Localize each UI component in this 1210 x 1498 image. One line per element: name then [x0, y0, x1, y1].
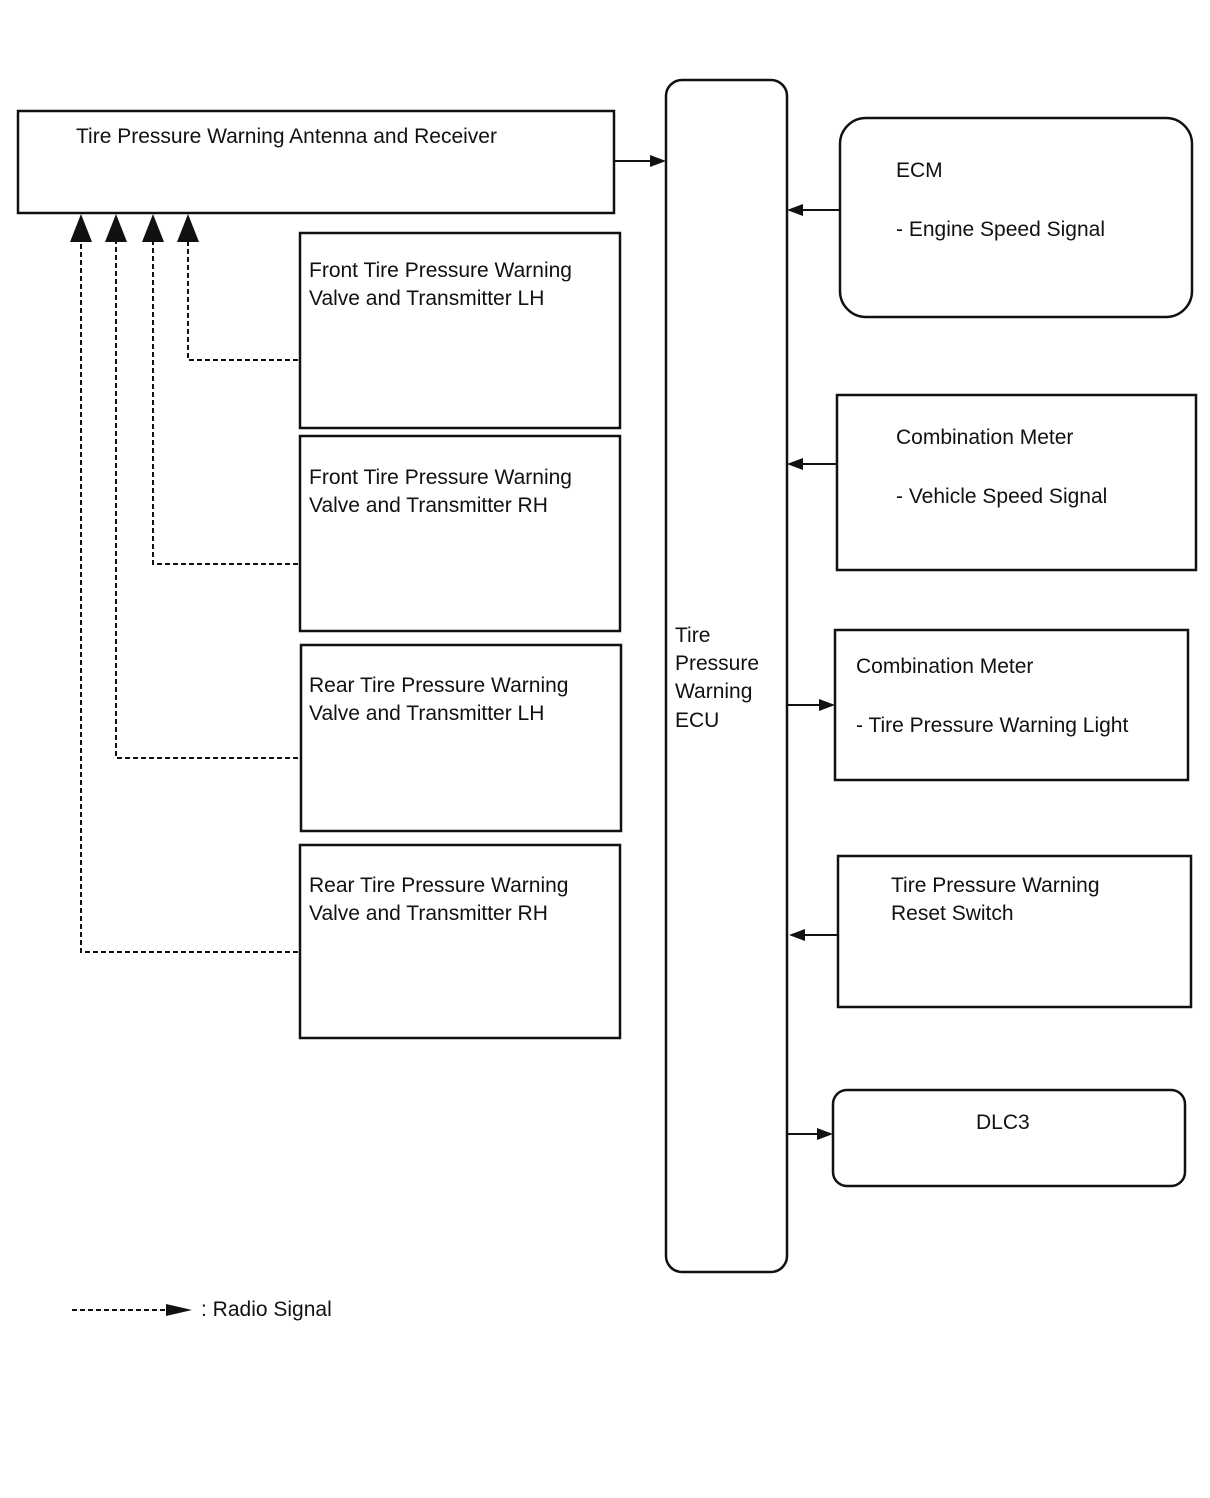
- arrow-ecu-to-dlc3: [787, 1128, 833, 1140]
- ecu-label-line-2: Pressure: [675, 652, 759, 675]
- arrow-ecu-to-meter-light: [787, 699, 835, 711]
- combination-meter-light-block: Combination Meter - Tire Pressure Warnin…: [833, 628, 1190, 782]
- transmitter-front-rh: Front Tire Pressure Warning Valve and Tr…: [298, 434, 622, 633]
- radio-signal-front-rh: [142, 214, 298, 565]
- reset-switch-line-1: Tire Pressure Warning: [891, 874, 1100, 897]
- ecu-label-line-3: Warning: [675, 680, 752, 703]
- ecm-signal: - Engine Speed Signal: [896, 218, 1105, 241]
- ecm-block: ECM - Engine Speed Signal: [838, 116, 1194, 319]
- transmitter-rear-rh-line-2: Valve and Transmitter RH: [309, 902, 548, 925]
- transmitter-front-lh-line-2: Valve and Transmitter LH: [309, 287, 544, 310]
- arrow-ecm-to-ecu: [787, 204, 840, 216]
- transmitter-front-lh-line-1: Front Tire Pressure Warning: [309, 259, 572, 282]
- radio-signal-rear-rh: [70, 214, 298, 953]
- transmitter-rear-lh: Rear Tire Pressure Warning Valve and Tra…: [299, 643, 623, 833]
- transmitter-rear-rh-line-1: Rear Tire Pressure Warning: [309, 874, 568, 897]
- combination-meter-speed-signal: - Vehicle Speed Signal: [896, 485, 1107, 508]
- transmitter-front-lh: Front Tire Pressure Warning Valve and Tr…: [298, 231, 622, 430]
- reset-switch-line-2: Reset Switch: [891, 902, 1014, 925]
- combination-meter-speed-title: Combination Meter: [896, 426, 1073, 449]
- arrow-antenna-to-ecu: [614, 155, 666, 167]
- combination-meter-light-signal: - Tire Pressure Warning Light: [856, 714, 1128, 737]
- dlc3-label: DLC3: [976, 1111, 1030, 1134]
- antenna-receiver-block: Tire Pressure Warning Antenna and Receiv…: [16, 109, 616, 215]
- ecm-title: ECM: [896, 159, 943, 182]
- ecu-label-line-4: ECU: [675, 709, 719, 732]
- legend-arrowhead-icon: [166, 1304, 192, 1316]
- combination-meter-light-title: Combination Meter: [856, 655, 1033, 678]
- combination-meter-speed-block: Combination Meter - Vehicle Speed Signal: [835, 393, 1198, 572]
- legend: : Radio Signal: [72, 1298, 332, 1321]
- arrow-reset-switch-to-ecu: [789, 929, 838, 941]
- transmitter-rear-lh-line-2: Valve and Transmitter LH: [309, 702, 544, 725]
- arrow-meter-speed-to-ecu: [787, 458, 837, 470]
- ecu-block: Tire Pressure Warning ECU: [664, 78, 789, 1274]
- dlc3-block: DLC3: [831, 1088, 1187, 1188]
- reset-switch-block: Tire Pressure Warning Reset Switch: [836, 854, 1193, 1009]
- transmitter-front-rh-line-2: Valve and Transmitter RH: [309, 494, 548, 517]
- ecu-label-line-1: Tire: [675, 624, 710, 647]
- transmitter-front-rh-line-1: Front Tire Pressure Warning: [309, 466, 572, 489]
- transmitter-rear-lh-line-1: Rear Tire Pressure Warning: [309, 674, 568, 697]
- legend-label: : Radio Signal: [201, 1298, 332, 1321]
- radio-signal-front-lh: [177, 214, 298, 361]
- antenna-receiver-label: Tire Pressure Warning Antenna and Receiv…: [76, 125, 497, 148]
- radio-signal-rear-lh: [105, 214, 298, 759]
- transmitter-rear-rh: Rear Tire Pressure Warning Valve and Tra…: [298, 843, 622, 1040]
